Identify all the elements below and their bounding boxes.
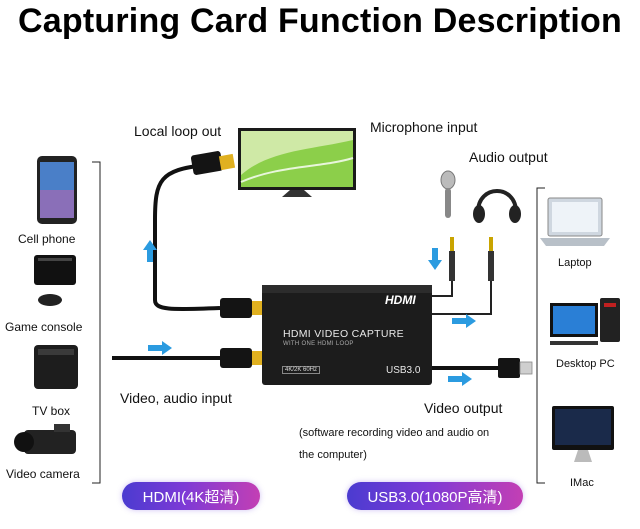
game-console-label: Game console xyxy=(5,320,83,334)
video-audio-input-label: Video, audio input xyxy=(120,390,232,406)
headphones-icon xyxy=(473,189,521,223)
tv-box-label: TV box xyxy=(32,404,71,418)
usb-port-label: USB3.0 xyxy=(386,365,421,376)
local-loop-out-label: Local loop out xyxy=(134,123,222,139)
hdmi-plug-top-icon xyxy=(190,151,236,175)
usb-pill: USB3.0(1080P高清) xyxy=(347,482,523,510)
audio-jack-mic-icon xyxy=(449,237,455,281)
video-output-note-line1: (software recording video and audio on xyxy=(299,427,490,439)
capture-device-badge: 4K/2K 60Hz xyxy=(282,366,321,374)
cell-phone-label: Cell phone xyxy=(18,232,76,246)
microphone-input-label: Microphone input xyxy=(370,119,478,135)
hdmi-plug-input-icon xyxy=(220,348,266,368)
arrow-down-mic-icon xyxy=(428,248,442,270)
mic-cable xyxy=(432,281,453,297)
capture-device-body xyxy=(262,285,432,385)
hdmi-plug-loop-icon xyxy=(220,298,266,318)
capture-device-name: HDMI VIDEO CAPTURE xyxy=(283,328,404,340)
video-output-label: Video output xyxy=(424,400,503,416)
arrow-up-loop-icon xyxy=(143,240,157,262)
video-output-note-line2: the computer) xyxy=(299,449,367,461)
arrow-right-usb-icon xyxy=(448,372,472,386)
audio-output-label: Audio output xyxy=(469,149,548,165)
arrow-right-input-icon xyxy=(148,341,172,355)
audio-out-cable xyxy=(432,281,492,315)
hdmi-logo: HDMI xyxy=(385,293,416,307)
hdmi-pill: HDMI(4K超清) xyxy=(122,482,260,510)
desktop-pc-label: Desktop PC xyxy=(556,358,615,370)
usb-plug-icon xyxy=(498,358,533,378)
imac-label: IMac xyxy=(570,477,594,489)
audio-jack-out-icon xyxy=(488,237,494,281)
microphone-icon xyxy=(440,170,456,218)
capture-device-subtitle: WITH ONE HDMI LOOP xyxy=(283,341,354,347)
diagram-title: Capturing Card Function Description xyxy=(18,2,622,40)
tv-box-icon xyxy=(34,345,78,389)
game-console-icon xyxy=(34,255,76,306)
video-camera-label: Video camera xyxy=(6,467,80,481)
desktop-pc-icon xyxy=(550,298,620,345)
monitor-icon xyxy=(238,128,356,197)
laptop-icon xyxy=(540,197,610,246)
arrow-right-audio-icon xyxy=(452,314,476,328)
cell-phone-icon xyxy=(37,156,77,224)
right-bracket xyxy=(536,187,545,484)
imac-icon xyxy=(552,406,614,462)
left-bracket xyxy=(92,161,101,484)
loop-cable xyxy=(153,163,221,312)
video-camera-icon xyxy=(14,424,76,454)
laptop-label: Laptop xyxy=(558,257,592,269)
